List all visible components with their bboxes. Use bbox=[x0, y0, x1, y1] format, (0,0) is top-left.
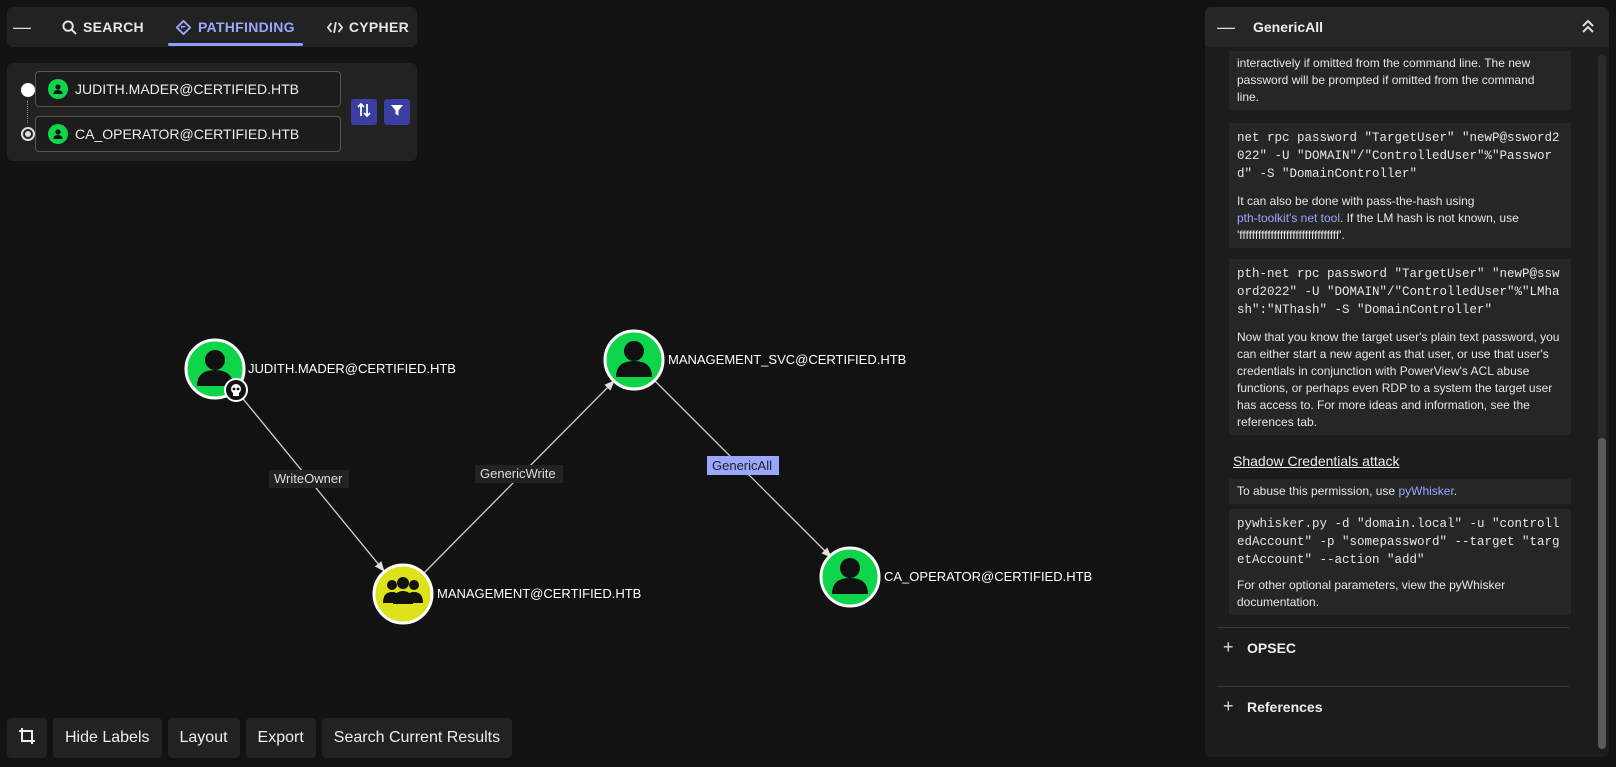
swap-nodes-button[interactable] bbox=[351, 99, 377, 125]
svg-text:GenericWrite: GenericWrite bbox=[480, 466, 556, 481]
svg-text:MANAGEMENT@CERTIFIED.HTB: MANAGEMENT@CERTIFIED.HTB bbox=[437, 586, 641, 601]
filter-icon bbox=[390, 103, 404, 122]
edge-info-body[interactable]: interactively if omitted from the comman… bbox=[1205, 47, 1595, 757]
shadow-credentials-heading[interactable]: Shadow Credentials attack bbox=[1233, 453, 1400, 469]
start-node-input[interactable]: JUDITH.MADER@CERTIFIED.HTB bbox=[35, 71, 341, 107]
text: 'ffffffffffffffffffffffffffffffff'. bbox=[1237, 228, 1345, 242]
svg-text:MANAGEMENT_SVC@CERTIFIED.HTB: MANAGEMENT_SVC@CERTIFIED.HTB bbox=[668, 352, 906, 367]
node-management-group[interactable]: MANAGEMENT@CERTIFIED.HTB bbox=[372, 563, 641, 625]
edge-info-header: — GenericAll bbox=[1205, 7, 1609, 47]
edge-info-panel: — GenericAll interactively if omitted fr… bbox=[1205, 7, 1609, 757]
accordion-references[interactable]: + References bbox=[1217, 686, 1569, 726]
tab-cypher-label: CYPHER bbox=[348, 19, 409, 35]
svg-text:JUDITH.MADER@CERTIFIED.HTB: JUDITH.MADER@CERTIFIED.HTB bbox=[248, 361, 456, 376]
text-line: interactively if omitted from the comman… bbox=[1237, 56, 1531, 70]
panel-scrollbar-thumb[interactable] bbox=[1598, 438, 1606, 749]
pathfinding-panel: JUDITH.MADER@CERTIFIED.HTB CA_OPERATOR@C… bbox=[7, 63, 417, 161]
explore-tabbar: — SEARCH PATHFINDING CYPHER bbox=[7, 7, 417, 47]
abuse-paragraph-plaintext: Now that you know the target user's plai… bbox=[1229, 325, 1571, 435]
search-icon bbox=[61, 19, 77, 35]
route-diamond-icon bbox=[176, 19, 192, 35]
code-block-pth-net[interactable]: pth-net rpc password "TargetUser" "newP@… bbox=[1229, 259, 1571, 325]
layout-button[interactable]: Layout bbox=[167, 718, 240, 758]
tab-search[interactable]: SEARCH bbox=[53, 7, 152, 47]
group-icon bbox=[383, 577, 423, 604]
accordion-opsec-label: OPSEC bbox=[1247, 639, 1297, 656]
svg-text:CA_OPERATOR@CERTIFIED.HTB: CA_OPERATOR@CERTIFIED.HTB bbox=[884, 569, 1092, 584]
code-icon bbox=[326, 19, 343, 35]
crop-icon bbox=[18, 727, 36, 750]
node-judith-mader[interactable]: JUDITH.MADER@CERTIFIED.HTB bbox=[184, 338, 456, 402]
edge-label-genericall[interactable]: GenericAll bbox=[707, 456, 779, 475]
user-icon bbox=[832, 558, 868, 594]
panel-scrollbar[interactable] bbox=[1598, 55, 1606, 749]
node-management-svc[interactable]: MANAGEMENT_SVC@CERTIFIED.HTB bbox=[603, 329, 906, 391]
text: It can also be done with pass-the-hash u… bbox=[1237, 194, 1475, 208]
destination-node-input[interactable]: CA_OPERATOR@CERTIFIED.HTB bbox=[35, 116, 341, 152]
target-node-dot-icon bbox=[21, 127, 35, 141]
tab-cypher[interactable]: CYPHER bbox=[319, 7, 417, 47]
user-icon bbox=[616, 341, 652, 377]
code-block-net-rpc[interactable]: net rpc password "TargetUser" "newP@sswo… bbox=[1229, 123, 1571, 189]
node-ca-operator[interactable]: CA_OPERATOR@CERTIFIED.HTB bbox=[819, 546, 1092, 608]
graph-toolbar: Hide Labels Layout Export Search Current… bbox=[7, 718, 513, 758]
user-icon bbox=[197, 350, 233, 386]
expand-plus-icon: + bbox=[1223, 696, 1234, 716]
edge-filter-button[interactable] bbox=[384, 99, 410, 125]
search-current-results-button[interactable]: Search Current Results bbox=[321, 718, 513, 758]
text: To abuse this permission, use bbox=[1237, 484, 1396, 498]
swap-arrows-icon bbox=[357, 102, 371, 123]
code-block-pywhisker[interactable]: pywhisker.py -d "domain.local" -u "contr… bbox=[1229, 509, 1571, 575]
start-node-value: JUDITH.MADER@CERTIFIED.HTB bbox=[75, 81, 299, 97]
edge-label-genericwrite[interactable]: GenericWrite bbox=[475, 465, 563, 483]
collapse-panel-button[interactable]: — bbox=[1217, 16, 1235, 37]
expand-plus-icon: + bbox=[1223, 637, 1234, 657]
export-button[interactable]: Export bbox=[245, 718, 316, 758]
text: . bbox=[1453, 484, 1458, 498]
start-node-dot-icon bbox=[21, 83, 35, 97]
destination-node-value: CA_OPERATOR@CERTIFIED.HTB bbox=[75, 126, 300, 142]
accordion-opsec[interactable]: + OPSEC bbox=[1217, 627, 1569, 667]
tab-pathfinding[interactable]: PATHFINDING bbox=[167, 7, 303, 47]
edge-label-writeowner[interactable]: WriteOwner bbox=[269, 470, 349, 488]
svg-text:GenericAll: GenericAll bbox=[712, 458, 772, 473]
collapse-button[interactable]: — bbox=[13, 16, 32, 37]
owned-skull-icon bbox=[224, 378, 248, 402]
svg-text:WriteOwner: WriteOwner bbox=[274, 471, 343, 486]
path-connector bbox=[27, 101, 28, 123]
text-line: password will be prompted if omitted fro… bbox=[1237, 73, 1535, 87]
pth-toolkit-link[interactable]: pth-toolkit's net tool bbox=[1237, 211, 1341, 225]
text: . If the LM hash is not known, use bbox=[1340, 211, 1519, 225]
crop-reset-view-button[interactable] bbox=[7, 718, 47, 758]
tab-pathfinding-label: PATHFINDING bbox=[197, 19, 295, 35]
text-line: line. bbox=[1237, 90, 1260, 104]
user-icon bbox=[48, 79, 68, 99]
abuse-paragraph-pywhisker-docs: For other optional parameters, view the … bbox=[1229, 573, 1571, 615]
hide-labels-button[interactable]: Hide Labels bbox=[53, 718, 162, 758]
abuse-paragraph-pth: It can also be done with pass-the-hash u… bbox=[1229, 189, 1571, 248]
edge-info-title: GenericAll bbox=[1253, 19, 1324, 35]
abuse-paragraph-pywhisker: To abuse this permission, use pyWhisker. bbox=[1229, 479, 1571, 504]
user-icon bbox=[48, 124, 68, 144]
graph-canvas[interactable]: WriteOwner GenericWrite GenericAll JUDIT… bbox=[0, 0, 1160, 767]
tab-search-label: SEARCH bbox=[83, 19, 144, 35]
pywhisker-link[interactable]: pyWhisker bbox=[1398, 484, 1454, 498]
abuse-paragraph-0: interactively if omitted from the comman… bbox=[1229, 51, 1571, 110]
accordion-references-label: References bbox=[1247, 698, 1323, 715]
collapse-all-chevrons-icon[interactable] bbox=[1581, 18, 1595, 39]
